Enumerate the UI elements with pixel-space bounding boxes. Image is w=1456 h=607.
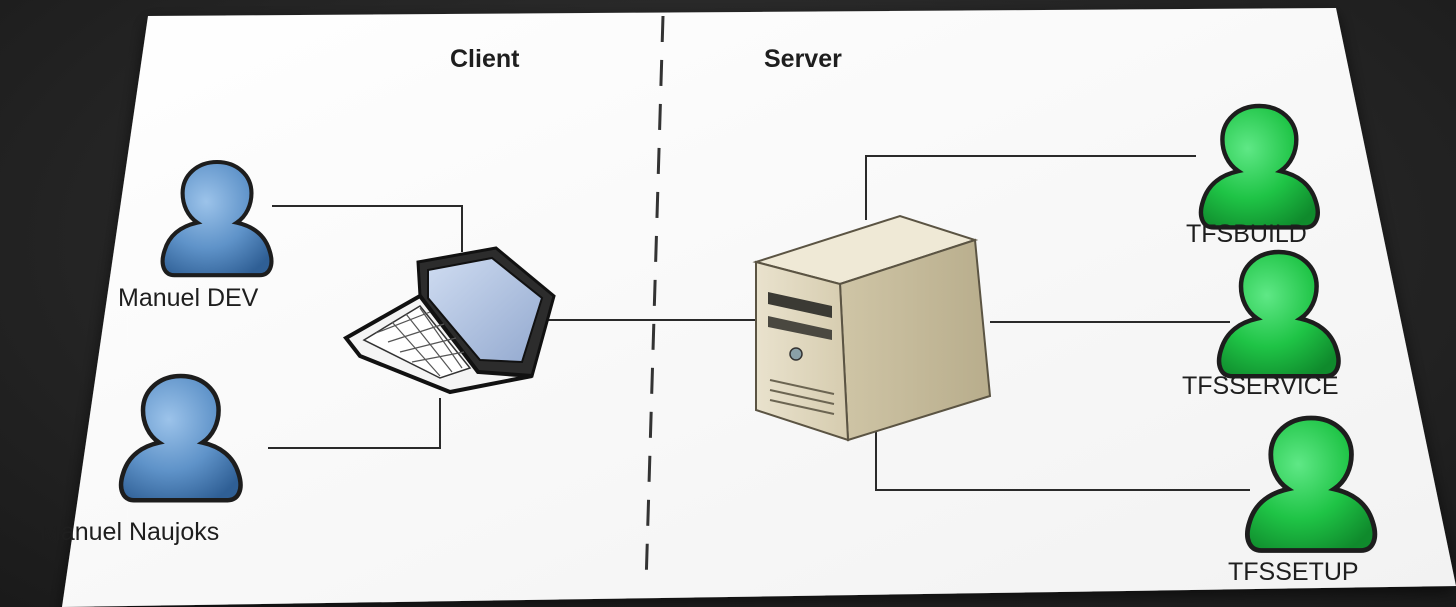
client-section-label: Client <box>450 45 520 73</box>
service-account-label-tfssetup: TFSSETUP <box>1228 558 1359 586</box>
client-user-label-manuel-dev: Manuel DEV <box>118 284 259 312</box>
connector-naujoks-to-laptop <box>268 398 441 449</box>
connection-lines <box>268 155 1250 491</box>
service-account-label-tfsservice: TFSSERVICE <box>1182 372 1339 400</box>
connector-server-to-tfssetup <box>875 430 1250 491</box>
client-server-divider <box>644 15 665 586</box>
connector-dev-to-laptop <box>272 205 463 252</box>
laptop-icon <box>343 246 556 395</box>
server-tower-icon <box>752 214 992 442</box>
client-user-label-manuel-naujoks: Manuel Naujoks <box>40 518 219 546</box>
server-section-label: Server <box>764 45 842 73</box>
service-account-label-tfsbuild: TFSBUILD <box>1186 220 1307 248</box>
connector-server-to-tfsbuild <box>865 155 1196 220</box>
